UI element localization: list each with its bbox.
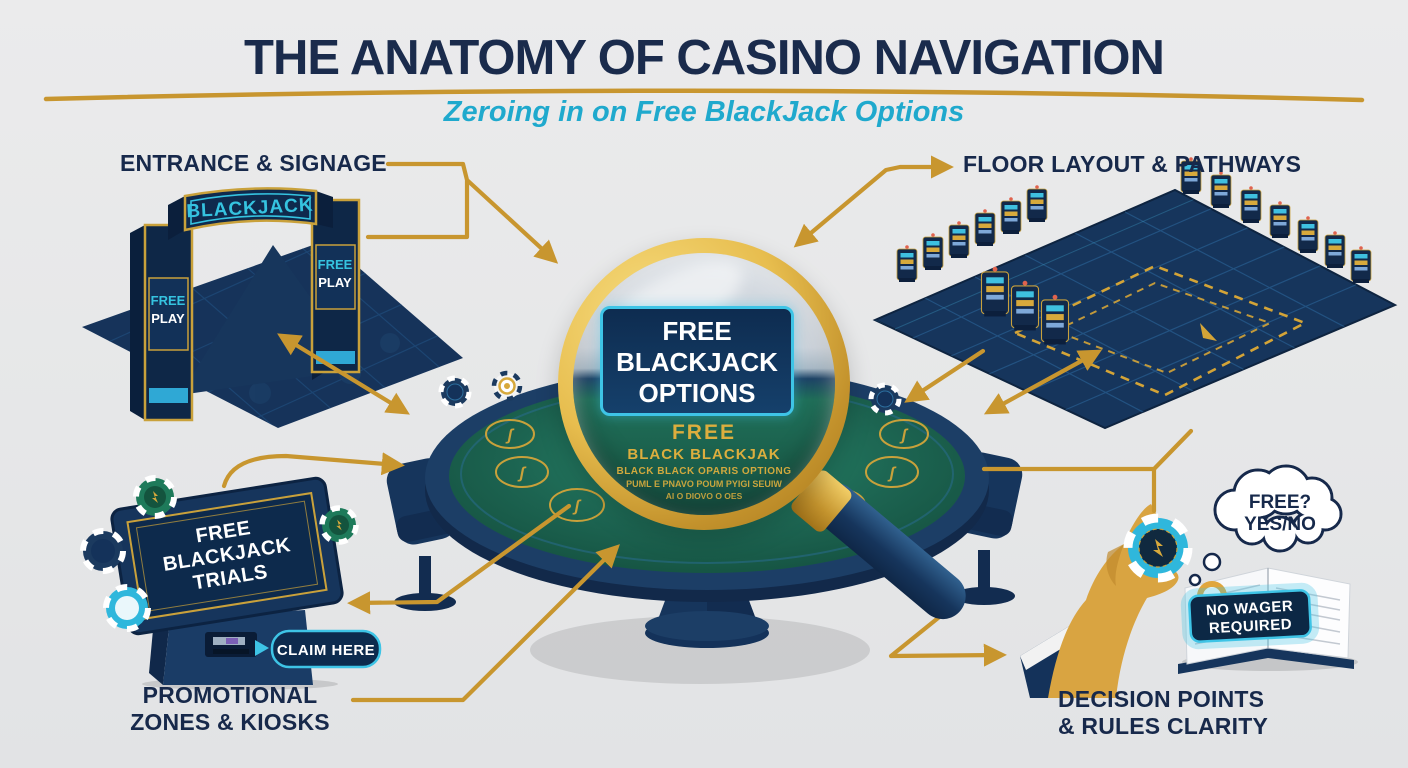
no-wager-badge: NO WAGER REQUIRED [1180, 582, 1320, 650]
kiosk-illustration: CLAIM HERE FREE BLACKJACK TRIALS [80, 475, 382, 690]
page-title: THE ANATOMY OF CASINO NAVIGATION [244, 31, 1165, 85]
kiosk-screen: FREE BLACKJACK TRIALS [110, 476, 344, 636]
thought-dot [1202, 552, 1222, 572]
decision-label-line2: & RULES CLARITY [1058, 713, 1268, 740]
casino-chip-icon [80, 528, 126, 574]
bubble-line2: YES/NO [1244, 514, 1316, 535]
casino-chip-icon [1123, 513, 1193, 583]
pathway-dashed-route [1013, 264, 1307, 397]
badge-line2: REQUIRED [1209, 616, 1293, 637]
title-underline [43, 88, 1365, 103]
entrance-banner: BLACKJACK [168, 187, 333, 240]
panel-line3: OPTIONS [638, 378, 756, 409]
decision-label-line1: DECISION POINTS [1058, 686, 1265, 712]
thought-dot [1188, 573, 1202, 587]
magnifier-lens: FREE BLACKJACK OPTIONS FREE BLACK BLACKJ… [573, 253, 835, 515]
casino-chip-icon [133, 475, 177, 519]
entrance-left-pillar: FREE PLAY [130, 223, 194, 422]
promo-label-line2: ZONES & KIOSKS [130, 709, 330, 736]
lens-decorative-text: FREE BLACK BLACKJAK BLACK BLACK OPARIS O… [616, 421, 792, 501]
svg-text:ʃ: ʃ [898, 427, 908, 444]
svg-text:ʃ: ʃ [516, 465, 526, 482]
claim-here-label: CLAIM HERE [277, 642, 375, 659]
svg-text:ʃ: ʃ [571, 498, 581, 515]
left-pillar-play-text: PLAY [151, 311, 185, 326]
right-pillar-free-text: FREE [318, 257, 353, 272]
entrance-right-pillar: FREE PLAY [310, 198, 361, 380]
promo-section-label: PROMOTIONAL ZONES & KIOSKS [100, 682, 360, 736]
promo-label-line1: PROMOTIONAL [142, 682, 318, 708]
thought-bubble-icon: FREE? YES/NO [1213, 464, 1343, 553]
magnifying-glass-icon: FREE BLACKJACK OPTIONS FREE BLACK BLACKJ… [558, 238, 850, 530]
casino-chip-icon [868, 382, 902, 416]
casino-chip-icon [438, 375, 472, 409]
claim-arrow-icon [255, 640, 269, 656]
right-pillar-play-text: PLAY [318, 275, 352, 290]
entrance-section-label: ENTRANCE & SIGNAGE [120, 150, 387, 176]
page-subtitle: Zeroing in on Free BlackJack Options [443, 96, 965, 128]
decision-section-label: DECISION POINTS & RULES CLARITY [1058, 686, 1358, 740]
badge-line1: NO WAGER [1206, 598, 1294, 620]
floor-section-label: FLOOR LAYOUT & PATHWAYS [963, 151, 1302, 177]
left-pillar-free-text: FREE [151, 293, 186, 308]
panel-line2: BLACKJACK [616, 347, 778, 378]
free-blackjack-options-panel: FREE BLACKJACK OPTIONS [600, 306, 794, 416]
decision-illustration: NO WAGER REQUIRED [1020, 464, 1358, 698]
pathway-cursor-icon [1200, 323, 1217, 341]
claim-here-button: CLAIM HERE [270, 629, 382, 669]
svg-text:ʃ: ʃ [886, 465, 896, 482]
rules-book-icon: NO WAGER REQUIRED [1178, 567, 1358, 674]
casino-chip-icon [103, 584, 151, 632]
casino-chip-icon [319, 505, 359, 545]
bubble-line1: FREE? [1249, 492, 1311, 513]
casino-chip-icon [491, 370, 523, 402]
svg-text:ʃ: ʃ [504, 427, 514, 444]
kiosk-card-slot [205, 632, 257, 657]
panel-line1: FREE [662, 316, 732, 346]
